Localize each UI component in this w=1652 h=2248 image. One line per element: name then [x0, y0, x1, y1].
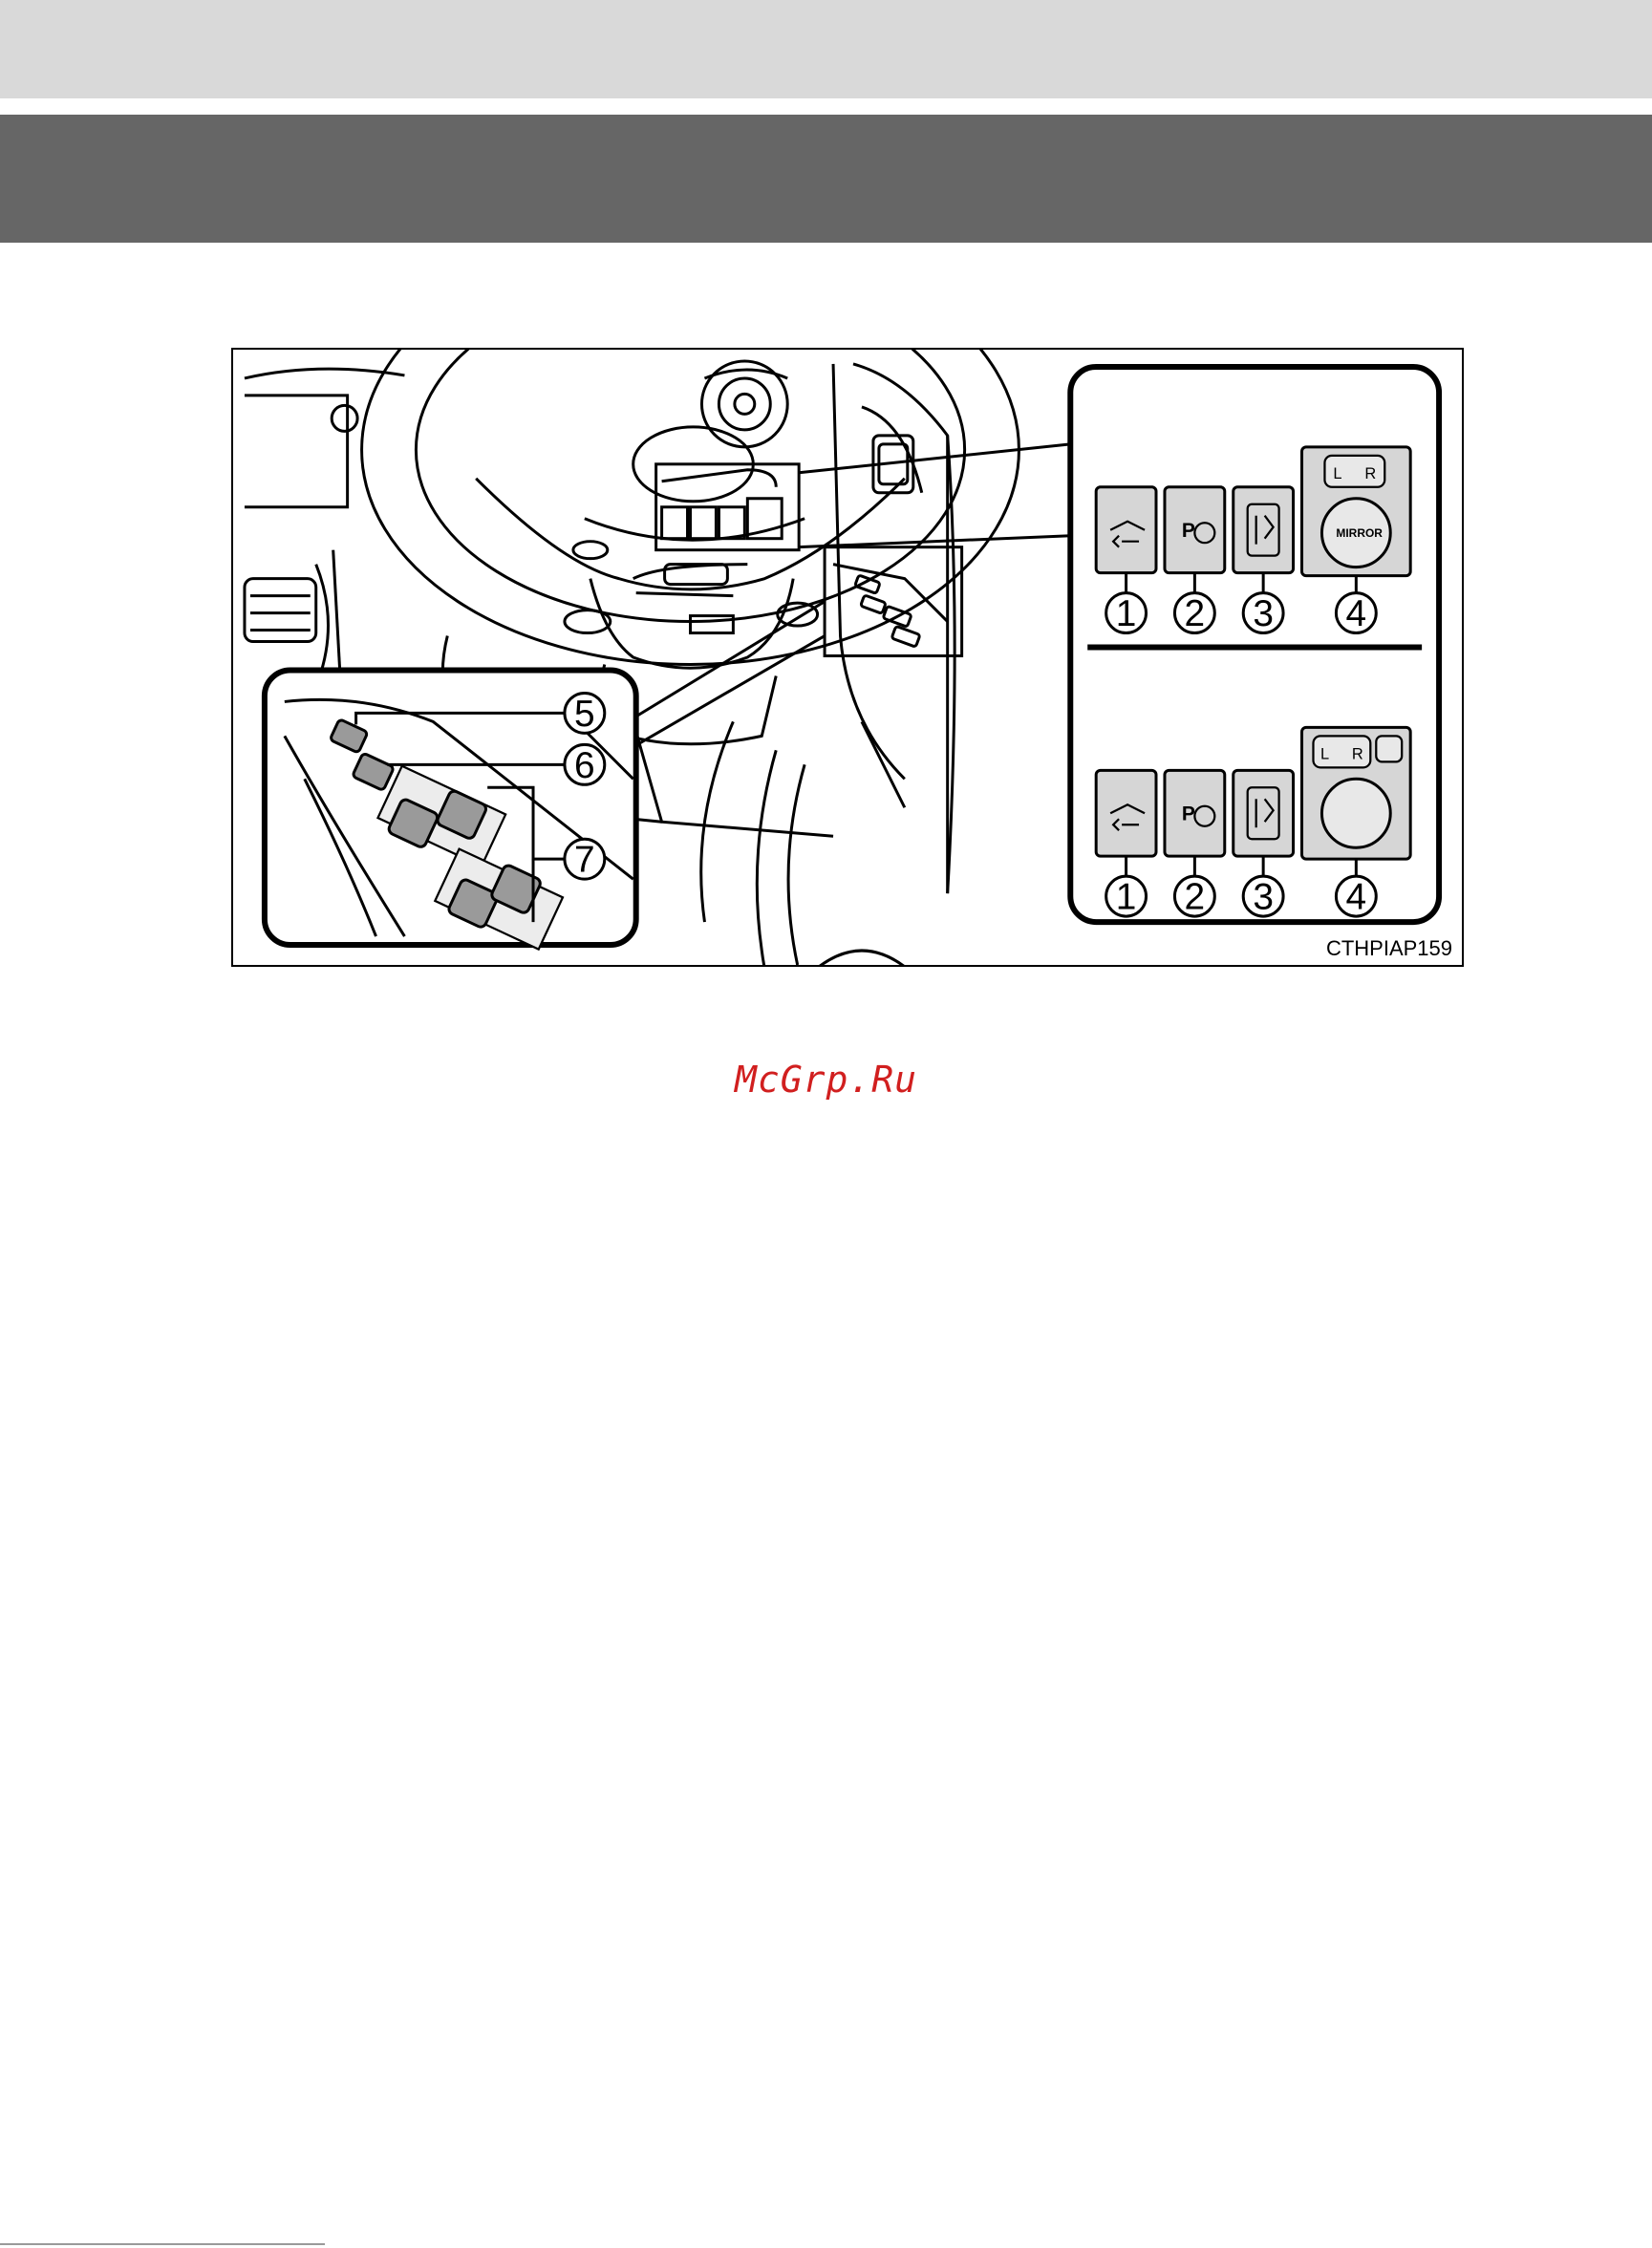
mirror-fold-button — [1376, 736, 1402, 761]
zoom-connector-top — [799, 444, 1070, 547]
callout-6: 6 — [574, 745, 595, 786]
callout-1: 1 — [1116, 593, 1137, 634]
top-band — [0, 0, 1652, 98]
park-symbol-bottom: P — [1182, 803, 1195, 825]
cockpit-illustration: P L R MIRROR P — [233, 350, 1462, 965]
mirror-l-label-alt: L — [1320, 745, 1329, 762]
watermark: McGrp.Ru — [0, 1059, 1652, 1101]
park-symbol-top: P — [1182, 520, 1195, 542]
illustration-frame: P L R MIRROR P — [231, 348, 1464, 967]
footer-rule — [0, 2243, 325, 2245]
mirror-adjust-pad-alt — [1321, 779, 1390, 847]
callout-2: 2 — [1185, 593, 1206, 634]
zoom-connector-left — [628, 602, 825, 751]
lane-departure-switch — [1096, 487, 1156, 573]
mirror-r-label: R — [1364, 465, 1376, 482]
callout-1-alt: 1 — [1116, 877, 1137, 918]
lane-departure-switch-alt — [1096, 770, 1156, 856]
header-bar — [0, 115, 1652, 243]
callout-3: 3 — [1253, 593, 1274, 634]
callout-4-alt: 4 — [1346, 877, 1367, 918]
callout-4: 4 — [1346, 593, 1367, 634]
callout-2-alt: 2 — [1185, 877, 1206, 918]
figure-code: CTHPIAP159 — [1326, 936, 1452, 961]
callout-7: 7 — [574, 840, 595, 881]
callout-3-alt: 3 — [1253, 877, 1274, 918]
headlight-level-switch-alt — [1234, 770, 1294, 856]
mirror-r-label-alt: R — [1352, 745, 1363, 762]
mirror-l-label: L — [1333, 465, 1341, 482]
callout-5: 5 — [574, 694, 595, 735]
headlight-level-switch — [1234, 487, 1294, 573]
mirror-label: MIRROR — [1336, 526, 1383, 540]
